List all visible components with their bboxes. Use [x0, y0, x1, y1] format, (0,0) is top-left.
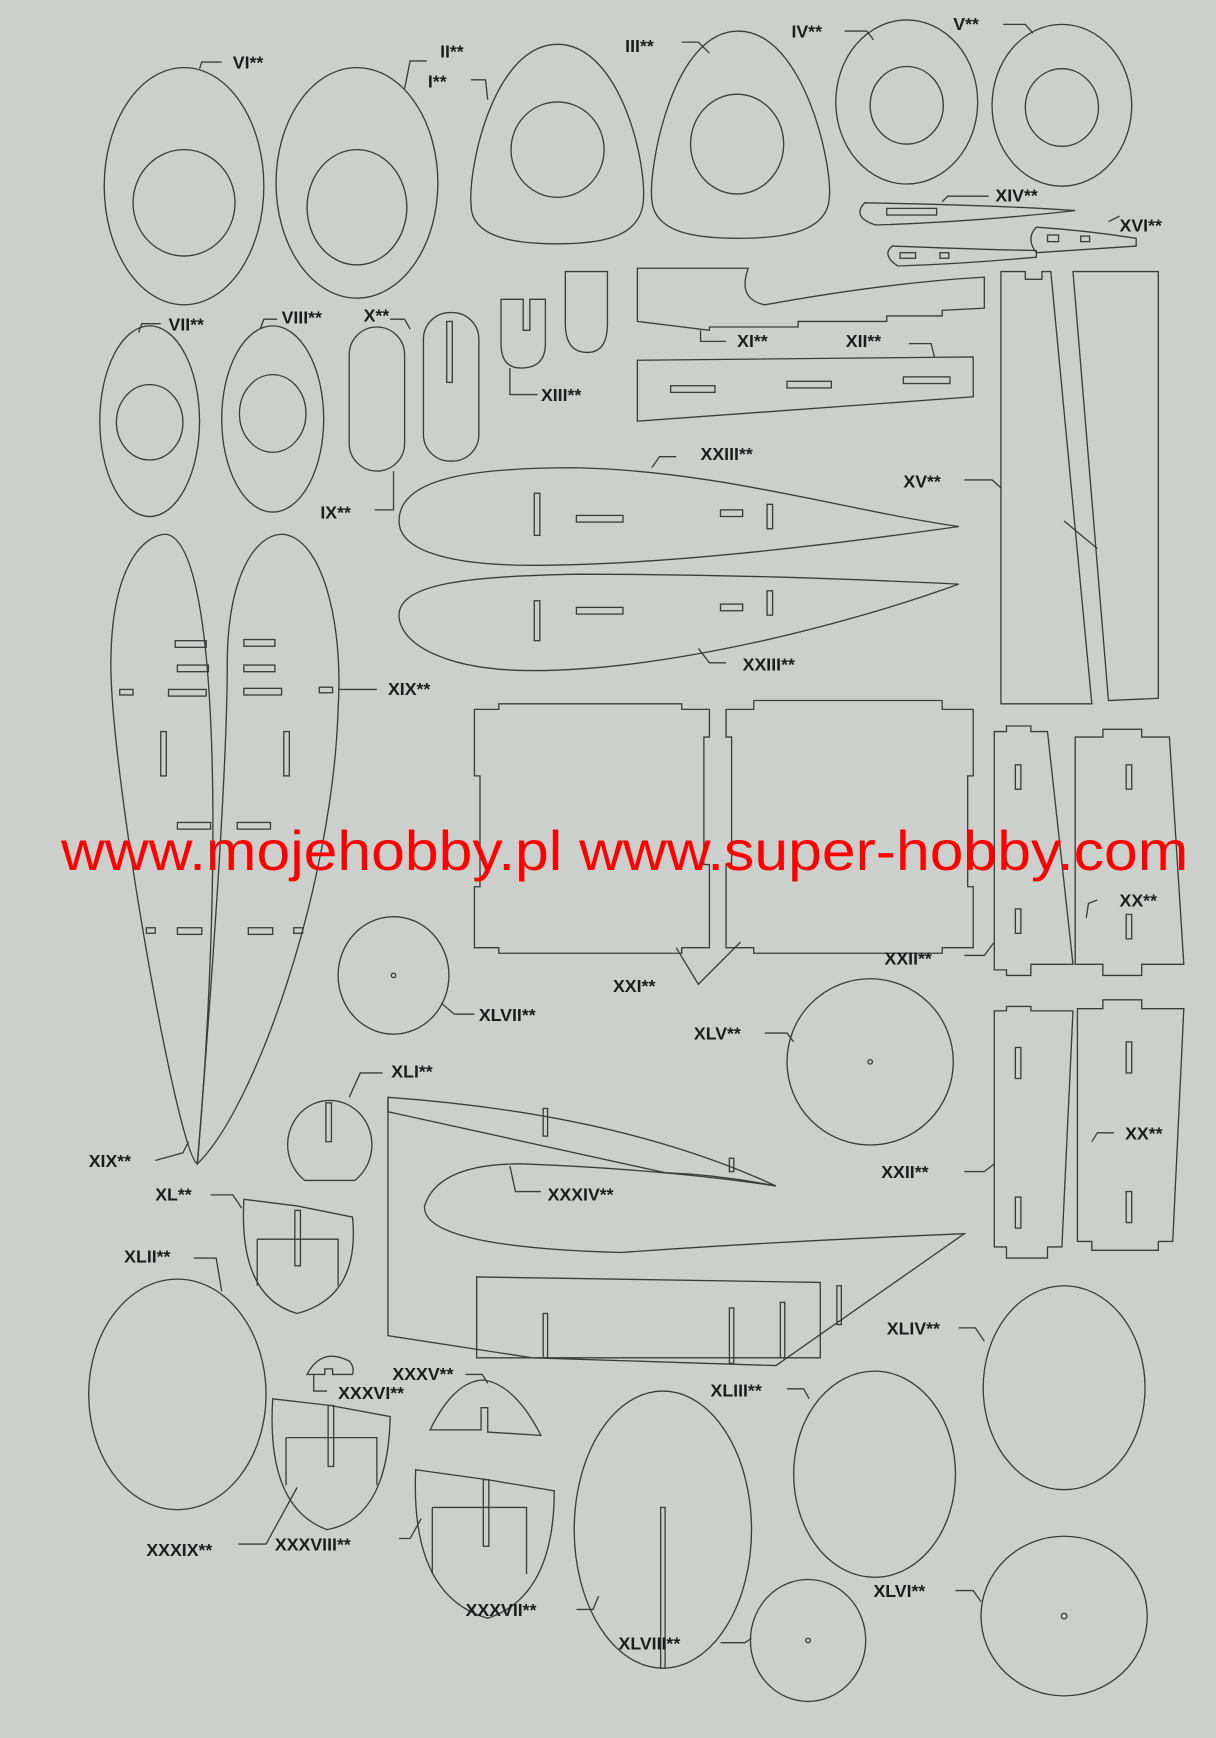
- label-IX: IX**: [320, 503, 351, 523]
- part-XIII: [500, 270, 609, 396]
- label-XIV: XIV**: [995, 186, 1037, 206]
- part-labels: VI** II** I** III** IV** V** XIV** XVI**…: [89, 14, 1163, 1653]
- label-XLV: XLV**: [694, 1024, 741, 1044]
- part-XX-XXII-lower: [964, 999, 1185, 1259]
- part-XLIII: [787, 1370, 957, 1578]
- label-XII: XII**: [846, 331, 882, 351]
- label-VI: VI**: [233, 53, 264, 73]
- label-XXXVI: XXXVI**: [338, 1383, 404, 1403]
- part-XL: [210, 1194, 354, 1315]
- part-XXXVIII: [238, 1398, 391, 1545]
- part-XV: [964, 270, 1159, 705]
- label-XLII: XLII**: [124, 1246, 170, 1266]
- label-XVI: XVI**: [1120, 216, 1162, 236]
- label-II: II**: [440, 42, 464, 62]
- part-II: [275, 60, 489, 299]
- label-XI: XI**: [737, 331, 768, 351]
- watermark-text: www.mojehobby.pl www.super-hobby.com: [60, 820, 1188, 882]
- part-XIV: [859, 195, 1076, 226]
- label-XLI: XLI**: [391, 1061, 432, 1081]
- label-XLVI: XLVI**: [873, 1581, 925, 1601]
- label-XXIII-upper: XXIII**: [701, 444, 753, 464]
- part-XXXV: [429, 1373, 543, 1437]
- label-XLVIII: XLVIII**: [619, 1633, 681, 1653]
- label-XXXIV: XXXIV**: [548, 1184, 614, 1204]
- part-XXXVII: [399, 1469, 555, 1619]
- part-IV: [835, 19, 979, 185]
- label-XX-lower: XX**: [1125, 1123, 1163, 1143]
- part-XLV: [764, 978, 954, 1146]
- part-XXXIV: [387, 1096, 967, 1367]
- part-I: [470, 43, 645, 245]
- part-XXIII-upper: [398, 456, 959, 566]
- label-XV: XV**: [903, 472, 941, 492]
- label-IV: IV**: [791, 22, 822, 42]
- label-XLIV: XLIV**: [887, 1319, 940, 1339]
- part-X: [348, 318, 411, 472]
- label-XLVII: XLVII**: [479, 1005, 536, 1025]
- part-XLVII: [337, 915, 475, 1035]
- part-XII: [636, 342, 974, 422]
- label-XXIII-lower: XXIII**: [743, 655, 795, 675]
- part-IX: [374, 311, 480, 511]
- label-XIX-lower: XIX**: [89, 1151, 131, 1171]
- label-I: I**: [428, 72, 447, 92]
- label-XIX-upper: XIX**: [388, 679, 430, 699]
- part-VI: [103, 61, 265, 306]
- label-XX-upper: XX**: [1120, 891, 1158, 911]
- part-XLII: [88, 1257, 267, 1511]
- part-V: [991, 23, 1133, 187]
- part-XIX: [110, 533, 377, 1166]
- part-VII: [99, 322, 201, 518]
- label-XXXV: XXXV**: [392, 1364, 453, 1384]
- label-XXXVII: XXXVII**: [466, 1600, 537, 1620]
- label-VII: VII**: [169, 314, 205, 334]
- part-XLVI: [955, 1535, 1148, 1697]
- label-XXXIX: XXXIX**: [146, 1540, 212, 1560]
- label-III: III**: [625, 36, 654, 56]
- label-VIII: VIII**: [282, 308, 322, 328]
- label-V: V**: [953, 14, 979, 34]
- part-XLVIII: [573, 1390, 753, 1669]
- label-XXII-lower: XXII**: [881, 1162, 928, 1182]
- label-X: X**: [364, 305, 390, 325]
- label-XIII: XIII**: [541, 385, 581, 405]
- label-XLIII: XLIII**: [711, 1381, 762, 1401]
- label-XXXVIII: XXXVIII**: [275, 1535, 351, 1555]
- part-XXI: [473, 699, 974, 986]
- part-XLI: [287, 1072, 383, 1182]
- part-XI: [636, 267, 985, 343]
- part-XXIII-lower: [398, 573, 960, 672]
- part-XLIV: [958, 1285, 1146, 1491]
- label-XXI: XXI**: [613, 976, 655, 996]
- label-XL: XL**: [155, 1184, 192, 1204]
- part-small-disc: [720, 1578, 867, 1703]
- part-XXXVI: [305, 1355, 354, 1392]
- label-XXII-upper: XXII**: [885, 948, 932, 968]
- part-VIII: [221, 318, 325, 513]
- part-XX-XXII-upper: [964, 725, 1185, 977]
- part-XVI: [887, 215, 1137, 267]
- part-III: [650, 30, 831, 239]
